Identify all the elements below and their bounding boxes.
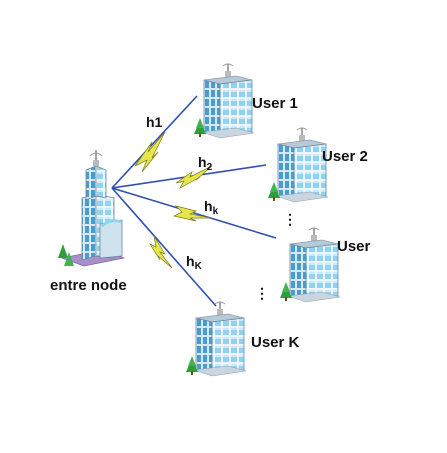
user-1-label: User 1	[252, 95, 298, 112]
link-user-1	[111, 95, 198, 189]
lightning-icon	[134, 131, 166, 173]
user-k-mid-label: User	[337, 238, 371, 255]
ellipsis-lower: ⋮	[255, 285, 269, 301]
link-user-k	[111, 187, 217, 307]
channel-label-h1: h1	[146, 114, 163, 130]
lightning-icon	[172, 205, 213, 222]
lightning-icon	[149, 235, 173, 269]
centre-node: entre node	[50, 150, 127, 294]
centre-node-label: entre node	[50, 277, 127, 294]
user-k-label: User K	[251, 334, 300, 351]
tree-icon	[58, 244, 74, 266]
links	[111, 95, 277, 307]
ellipsis-upper: ⋮	[283, 211, 297, 227]
channel-label-hK: hK	[186, 253, 203, 272]
link-user-k-mid	[111, 187, 277, 239]
user-k-building	[185, 301, 247, 377]
user-2-building	[267, 127, 329, 203]
channel-label-h2: h2	[198, 154, 213, 173]
user-2-label: User 2	[322, 148, 368, 165]
channel-label-hk: hk	[204, 198, 219, 217]
lightning-icon	[175, 165, 213, 189]
user-k-mid-building	[279, 227, 341, 303]
lightning-bolts	[134, 131, 213, 269]
user-1-building	[193, 63, 255, 139]
